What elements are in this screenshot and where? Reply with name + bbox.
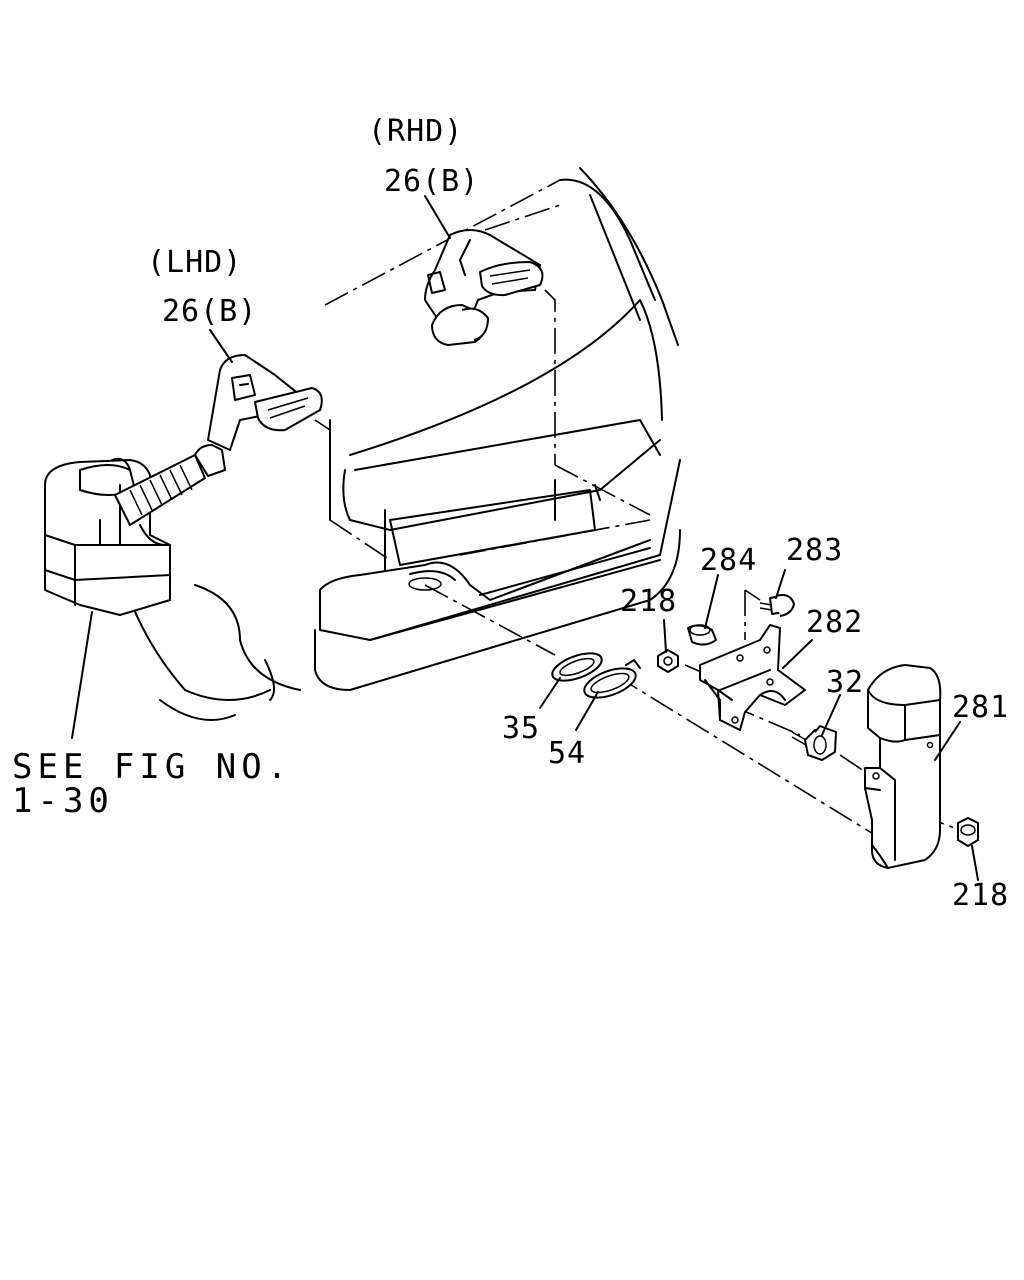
cab-body bbox=[129, 167, 681, 721]
label-281: 281 bbox=[952, 690, 1009, 725]
bracket-assembly bbox=[657, 594, 837, 761]
label-283: 283 bbox=[786, 533, 843, 568]
see-fig-number: 1-30 bbox=[12, 781, 114, 821]
label-lhd-part: 26(B) bbox=[162, 294, 257, 329]
label-218-bottom: 218 bbox=[952, 878, 1009, 913]
label-284: 284 bbox=[700, 543, 757, 578]
rhd-snorkel bbox=[424, 229, 544, 346]
label-35: 35 bbox=[502, 711, 540, 746]
nut-218-bottom bbox=[957, 817, 979, 847]
cover-281 bbox=[864, 664, 942, 869]
see-fig-leader bbox=[71, 611, 93, 739]
fog-lamp-parts bbox=[551, 652, 641, 699]
air-cleaner-assembly bbox=[44, 354, 323, 616]
routing-lines bbox=[314, 204, 961, 836]
label-rhd: (RHD) bbox=[368, 114, 463, 149]
label-282: 282 bbox=[806, 605, 863, 640]
label-32: 32 bbox=[826, 665, 864, 700]
label-lhd: (LHD) bbox=[147, 245, 242, 280]
label-rhd-part: 26(B) bbox=[384, 164, 479, 199]
leader-lines bbox=[209, 195, 979, 881]
label-54: 54 bbox=[548, 736, 586, 771]
label-218-top: 218 bbox=[620, 584, 677, 619]
see-fig-text: SEE FIG NO. bbox=[12, 747, 292, 787]
